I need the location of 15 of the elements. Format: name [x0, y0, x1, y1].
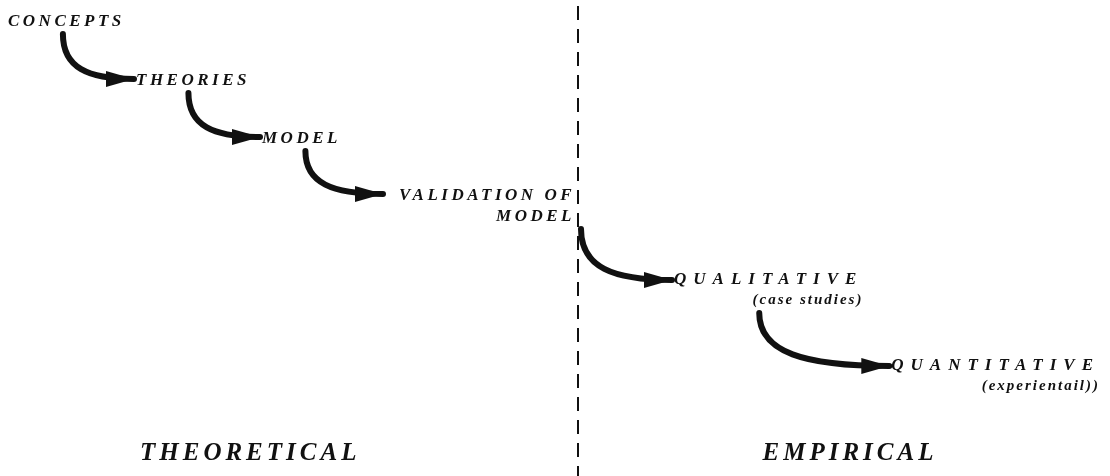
node-title: MODEL: [262, 127, 341, 148]
section-label: THEORETICAL: [140, 438, 361, 466]
curved-arrow: [756, 310, 893, 374]
curved-arrow: [185, 90, 263, 145]
node-title: QUANTITATIVE: [891, 354, 1100, 375]
curved-arrow: [59, 31, 137, 87]
node-title: THEORIES: [136, 69, 250, 90]
curved-arrow: [578, 226, 675, 288]
node-subtitle: (experientail)): [980, 376, 1100, 395]
node-subtitle: (case studies): [751, 290, 864, 309]
node-title: CONCEPTS: [8, 10, 125, 31]
curved-arrow: [302, 148, 386, 202]
node-title: QUALITATIVE: [674, 268, 864, 289]
node-title: VALIDATION OF MODEL: [398, 184, 575, 226]
section-label: EMPIRICAL: [762, 438, 938, 466]
